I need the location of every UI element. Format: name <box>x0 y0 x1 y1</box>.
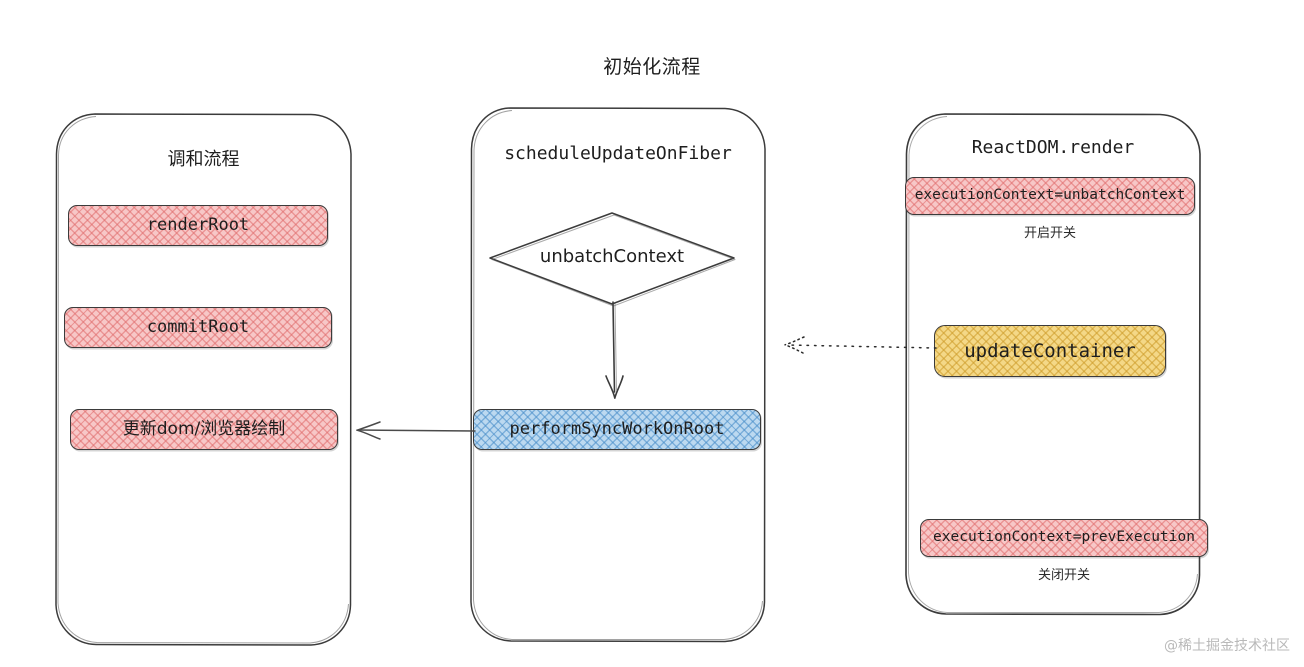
diagram-title: 初始化流程 <box>603 56 701 78</box>
panel-reconcile: 调和流程 <box>55 113 352 646</box>
panel-schedule-title: scheduleUpdateOnFiber <box>504 143 732 164</box>
decision-unbatch-context[interactable]: unbatchContext <box>488 212 736 307</box>
node-update-dom-paint-label: 更新dom/浏览器绘制 <box>122 419 286 440</box>
node-execution-context-prev[interactable]: executionContext=prevExecution <box>920 519 1208 557</box>
node-update-dom-paint[interactable]: 更新dom/浏览器绘制 <box>70 409 338 450</box>
node-execution-context-prev-label: executionContext=prevExecution <box>933 529 1195 546</box>
node-commit-root-label: commitRoot <box>146 317 250 338</box>
node-execution-context-unbatch[interactable]: executionContext=unbatchContext <box>905 177 1195 215</box>
connector-updatecontainer-to-schedule <box>784 336 937 354</box>
node-perform-sync-work-on-root-label: performSyncWorkOnRoot <box>509 419 725 440</box>
panel-reconcile-outline <box>55 113 352 646</box>
connector-decision-to-perform <box>605 301 624 399</box>
node-perform-sync-work-on-root[interactable]: performSyncWorkOnRoot <box>473 409 761 450</box>
decision-unbatch-context-label: unbatchContext <box>539 246 685 267</box>
node-render-root[interactable]: renderRoot <box>68 205 328 246</box>
node-update-container[interactable]: updateContainer <box>934 325 1166 377</box>
node-update-container-label: updateContainer <box>964 339 1136 362</box>
node-commit-root[interactable]: commitRoot <box>64 307 332 348</box>
node-render-root-label: renderRoot <box>146 215 250 236</box>
panel-reconcile-title: 调和流程 <box>167 149 240 170</box>
panel-reactdom-title: ReactDOM.render <box>971 137 1135 158</box>
caption-close-switch: 关闭开关 <box>1037 568 1090 583</box>
caption-open-switch: 开启开关 <box>1023 226 1076 241</box>
connector-perform-to-reconcile <box>356 421 476 440</box>
watermark: @稀土掘金技术社区 <box>1164 638 1290 654</box>
node-execution-context-unbatch-label: executionContext=unbatchContext <box>914 187 1186 204</box>
